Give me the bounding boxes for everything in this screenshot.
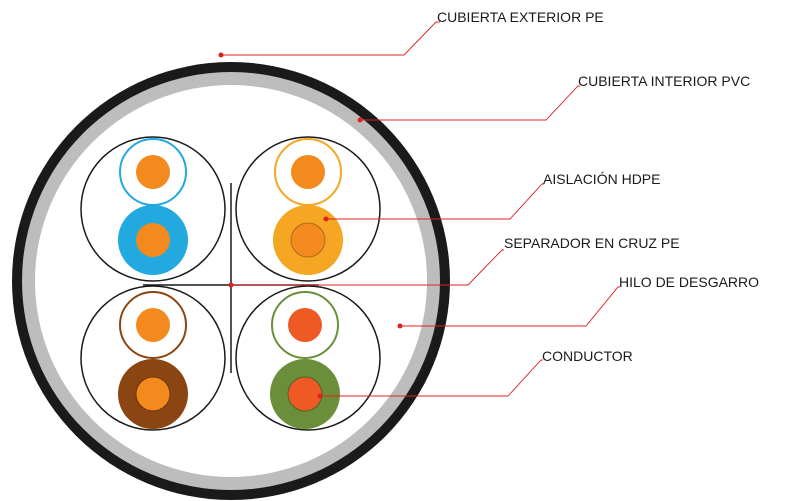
conductor-core bbox=[136, 223, 170, 257]
label-ripcord: HILO DE DESGARRO bbox=[619, 274, 759, 290]
callout-dot bbox=[397, 323, 403, 329]
callout-insulation: AISLACIÓN HDPE bbox=[323, 171, 660, 222]
callout-dot bbox=[218, 52, 224, 58]
conductor-core bbox=[291, 155, 325, 189]
conductor-core bbox=[135, 376, 171, 412]
callout-ripcord: HILO DE DESGARRO bbox=[397, 274, 759, 329]
label-inner-jacket: CUBIERTA INTERIOR PVC bbox=[578, 73, 750, 89]
twisted-pair-blue bbox=[80, 136, 226, 282]
twisted-pair-brown bbox=[80, 285, 226, 431]
label-outer-jacket: CUBIERTA EXTERIOR PE bbox=[437, 9, 604, 25]
conductor-core bbox=[290, 222, 326, 258]
callout-dot bbox=[228, 282, 234, 288]
conductor-core bbox=[287, 376, 323, 412]
callout-dot bbox=[317, 393, 323, 399]
twisted-pair-green bbox=[235, 285, 381, 431]
callout-conductor: CONDUCTOR bbox=[317, 348, 633, 399]
callout-dot bbox=[357, 117, 363, 123]
conductor-core bbox=[136, 155, 170, 189]
callout-dot bbox=[323, 216, 329, 222]
callout-separator: SEPARADOR EN CRUZ PE bbox=[228, 235, 680, 288]
conductor-core bbox=[288, 308, 322, 342]
label-separator: SEPARADOR EN CRUZ PE bbox=[504, 235, 680, 251]
callout-outer-jacket: CUBIERTA EXTERIOR PE bbox=[218, 9, 604, 58]
twisted-pair-orange bbox=[235, 136, 381, 282]
callout-inner-jacket: CUBIERTA INTERIOR PVC bbox=[357, 73, 750, 123]
conductor-core bbox=[136, 308, 170, 342]
label-insulation: AISLACIÓN HDPE bbox=[543, 171, 660, 187]
label-conductor: CONDUCTOR bbox=[542, 348, 633, 364]
